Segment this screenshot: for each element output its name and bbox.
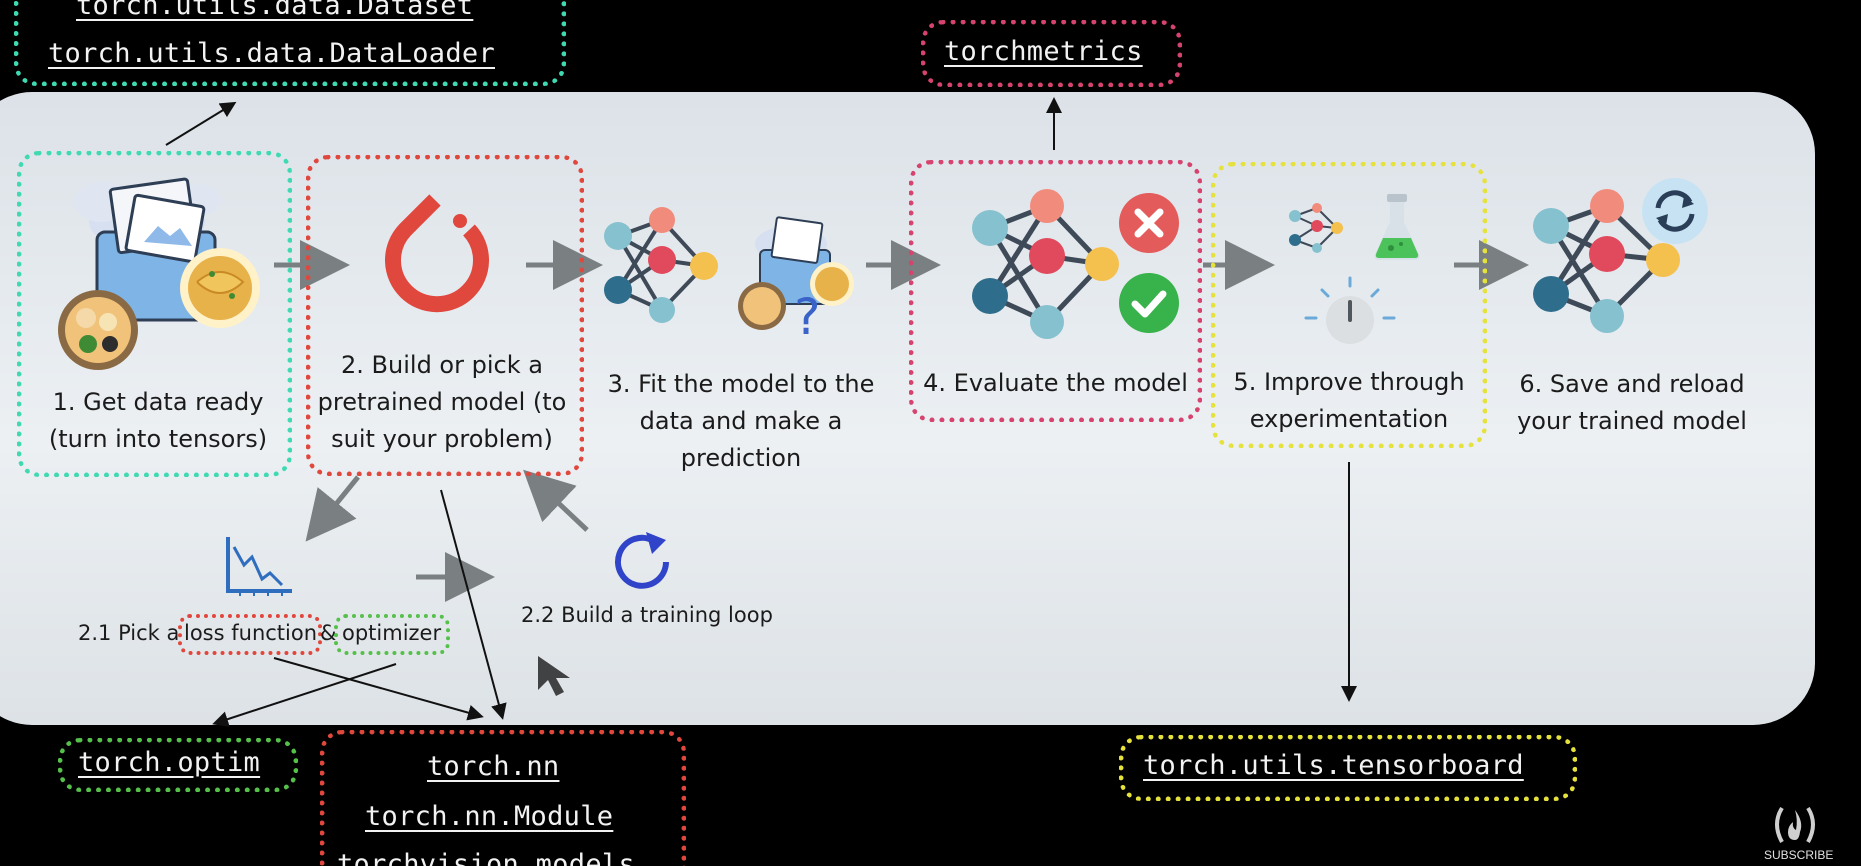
optimizer-box [334,614,450,655]
step6-label: 6. Save and reload your trained model [1517,370,1747,435]
step3-label: 3. Fit the model to the data and make a … [607,370,875,472]
pointer-data-to-dataloader [165,101,237,146]
workflow-panel [0,92,1815,725]
loss-function-box [178,614,322,655]
step4-box [909,160,1202,422]
flask-icon [1374,194,1420,260]
step2-label: 2. Build or pick a pretrained model (to … [317,351,567,453]
refresh-icon [1642,178,1708,244]
nn-link[interactable]: torch.nn [427,751,560,782]
vision-models-link[interactable]: torchvision.models [337,849,635,866]
wrong-icon [1119,193,1179,253]
optim-box [58,738,298,792]
tensorboard-box [1119,735,1577,801]
step2-box [306,155,584,476]
nn-libraries-box [320,730,686,866]
data-folder-icon: ? [738,216,854,336]
step4-label: 4. Evaluate the model [923,369,1188,397]
step1-box [17,151,292,477]
training-loop-text: 2.2 Build a training loop [521,603,773,627]
optimizer-text: optimizer [342,621,442,645]
pointer-optimizer-to-optim [212,663,397,727]
step1-label: 1. Get data ready (turn into tensors) [48,388,268,453]
mouse-cursor-icon [538,656,570,696]
dataset-link[interactable]: torch.utils.data.Dataset [76,0,474,21]
neural-network-icon [604,207,718,323]
neural-network-icon [1533,189,1680,333]
timer-icon [1304,276,1396,344]
arrow-loop-to-model [523,469,589,532]
pointer-model-to-nn [440,489,507,720]
torchmetrics-box [921,20,1182,87]
loss-function-text: loss function [184,621,318,645]
data-folder-icon [58,177,260,370]
step5-label: 5. Improve through experimentation [1233,368,1465,433]
tensorboard-link[interactable]: torch.utils.tensorboard [1143,750,1524,781]
subscribe-text: SUBSCRIBE [1764,848,1834,862]
experiment-icon [1289,203,1343,253]
arrow-model-to-loss [305,475,360,542]
ampersand-text: & [320,621,337,645]
nn-module-link[interactable]: torch.nn.Module [365,801,614,832]
data-libraries-box [14,0,566,86]
loss-prefix-text: 2.1 Pick a [78,621,180,645]
svg-text:?: ? [794,288,821,336]
subscribe-badge[interactable]: SUBSCRIBE [1764,804,1834,862]
pointer-loss-to-nn [273,657,484,721]
torchmetrics-link[interactable]: torchmetrics [944,36,1143,67]
optim-link[interactable]: torch.optim [78,747,261,778]
training-loop-icon [615,532,669,589]
check-icon [1119,273,1179,333]
loss-chart-icon [226,537,292,596]
neural-network-icon [972,189,1119,339]
step5-box [1211,162,1487,448]
dataloader-link[interactable]: torch.utils.data.DataLoader [48,38,495,69]
pytorch-logo-icon [385,194,489,313]
channel-logo-icon [1775,806,1815,843]
